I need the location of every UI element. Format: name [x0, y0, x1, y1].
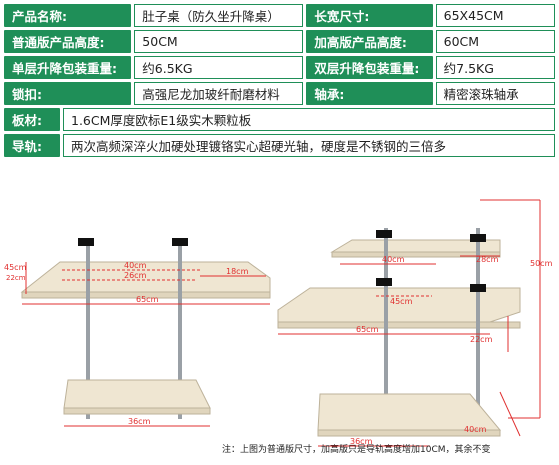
upper-board-edge [331, 251, 501, 258]
lock-mid-right [470, 284, 486, 292]
spec-label: 板材: [4, 108, 60, 131]
dim-22: 22cm [6, 274, 26, 282]
base-board-edge [63, 407, 211, 415]
rail-right [476, 228, 480, 424]
dim-line-40b [499, 391, 521, 437]
lock-mid-left [376, 278, 392, 286]
dim-65: 65cm [136, 295, 159, 304]
dim-40: 40cm [382, 255, 405, 264]
dim-50: 50cm [530, 259, 553, 268]
spec-row-wide: 导轨: 两次高频深淬火加硬处理镀铬实心超硬光轴，硬度是不锈钢的三倍多 [4, 134, 555, 157]
dim-65: 65cm [356, 325, 379, 334]
spec-row: 产品名称: 肚子桌（防久坐升降桌） 长宽尺寸: 65X45CM [4, 4, 555, 27]
spec-value: 高强尼龙加玻纤耐磨材料 [134, 82, 304, 105]
product-dimension-diagram: 40cm 26cm 18cm 65cm 45cm 22cm 36cm 40cm [4, 199, 553, 447]
spec-label: 锁扣: [4, 82, 132, 105]
dim-26: 26cm [124, 271, 147, 280]
spec-value: 肚子桌（防久坐升降桌） [134, 4, 304, 27]
lock-left [78, 238, 94, 246]
dim-36: 36cm [128, 417, 151, 426]
spec-label: 加高版产品高度: [306, 30, 433, 53]
spec-label: 普通版产品高度: [4, 30, 132, 53]
single-layer-desk: 40cm 26cm 18cm 65cm 45cm 22cm 36cm [4, 238, 271, 427]
spec-row-wide: 板材: 1.6CM厚度欧标E1级实木颗粒板 [4, 108, 555, 131]
top-board-edge [21, 291, 271, 299]
rail-right [178, 244, 182, 419]
base-board [63, 379, 211, 409]
lock-top-right [470, 234, 486, 242]
rail-left [384, 228, 388, 424]
dim-40b: 40cm [464, 425, 487, 434]
spec-row: 单层升降包装重量: 约6.5KG 双层升降包装重量: 约7.5KG [4, 56, 555, 79]
lock-right [172, 238, 188, 246]
spec-value: 1.6CM厚度欧标E1级实木颗粒板 [63, 108, 555, 131]
spec-label: 单层升降包装重量: [4, 56, 132, 79]
spec-row: 普通版产品高度: 50CM 加高版产品高度: 60CM [4, 30, 555, 53]
dim-45: 45cm [4, 263, 27, 272]
footnote: 注：上图为普通版尺寸，加高版只是导轨高度增加10CM，其余不变 [222, 445, 491, 455]
lock-top-left [376, 230, 392, 238]
spec-label: 长宽尺寸: [306, 4, 433, 27]
spec-label: 轴承: [306, 82, 433, 105]
dim-40: 40cm [124, 261, 147, 270]
spec-value: 65X45CM [435, 4, 555, 27]
spec-label: 导轨: [4, 134, 60, 157]
middle-board-edge [277, 321, 521, 329]
spec-value: 约7.5KG [435, 56, 555, 79]
dim-18: 18cm [226, 267, 249, 276]
rail-left [86, 244, 90, 419]
dim-22: 22cm [470, 335, 493, 344]
spec-value: 60CM [435, 30, 555, 53]
double-layer-desk: 40cm 28cm 45cm 65cm 22cm 50cm 36cm 40cm [277, 199, 553, 447]
dim-36: 36cm [350, 437, 373, 446]
spec-value: 约6.5KG [134, 56, 304, 79]
dim-45: 45cm [390, 297, 413, 306]
spec-label: 双层升降包装重量: [306, 56, 433, 79]
spec-value: 精密滚珠轴承 [435, 82, 555, 105]
spec-value: 两次高频深淬火加硬处理镀铬实心超硬光轴，硬度是不锈钢的三倍多 [63, 134, 555, 157]
spec-table: 产品名称: 肚子桌（防久坐升降桌） 长宽尺寸: 65X45CM 普通版产品高度:… [4, 4, 555, 160]
spec-row: 锁扣: 高强尼龙加玻纤耐磨材料 轴承: 精密滚珠轴承 [4, 82, 555, 105]
dim-28: 28cm [476, 255, 499, 264]
spec-value: 50CM [134, 30, 304, 53]
base-board-edge [317, 429, 501, 437]
spec-label: 产品名称: [4, 4, 132, 27]
